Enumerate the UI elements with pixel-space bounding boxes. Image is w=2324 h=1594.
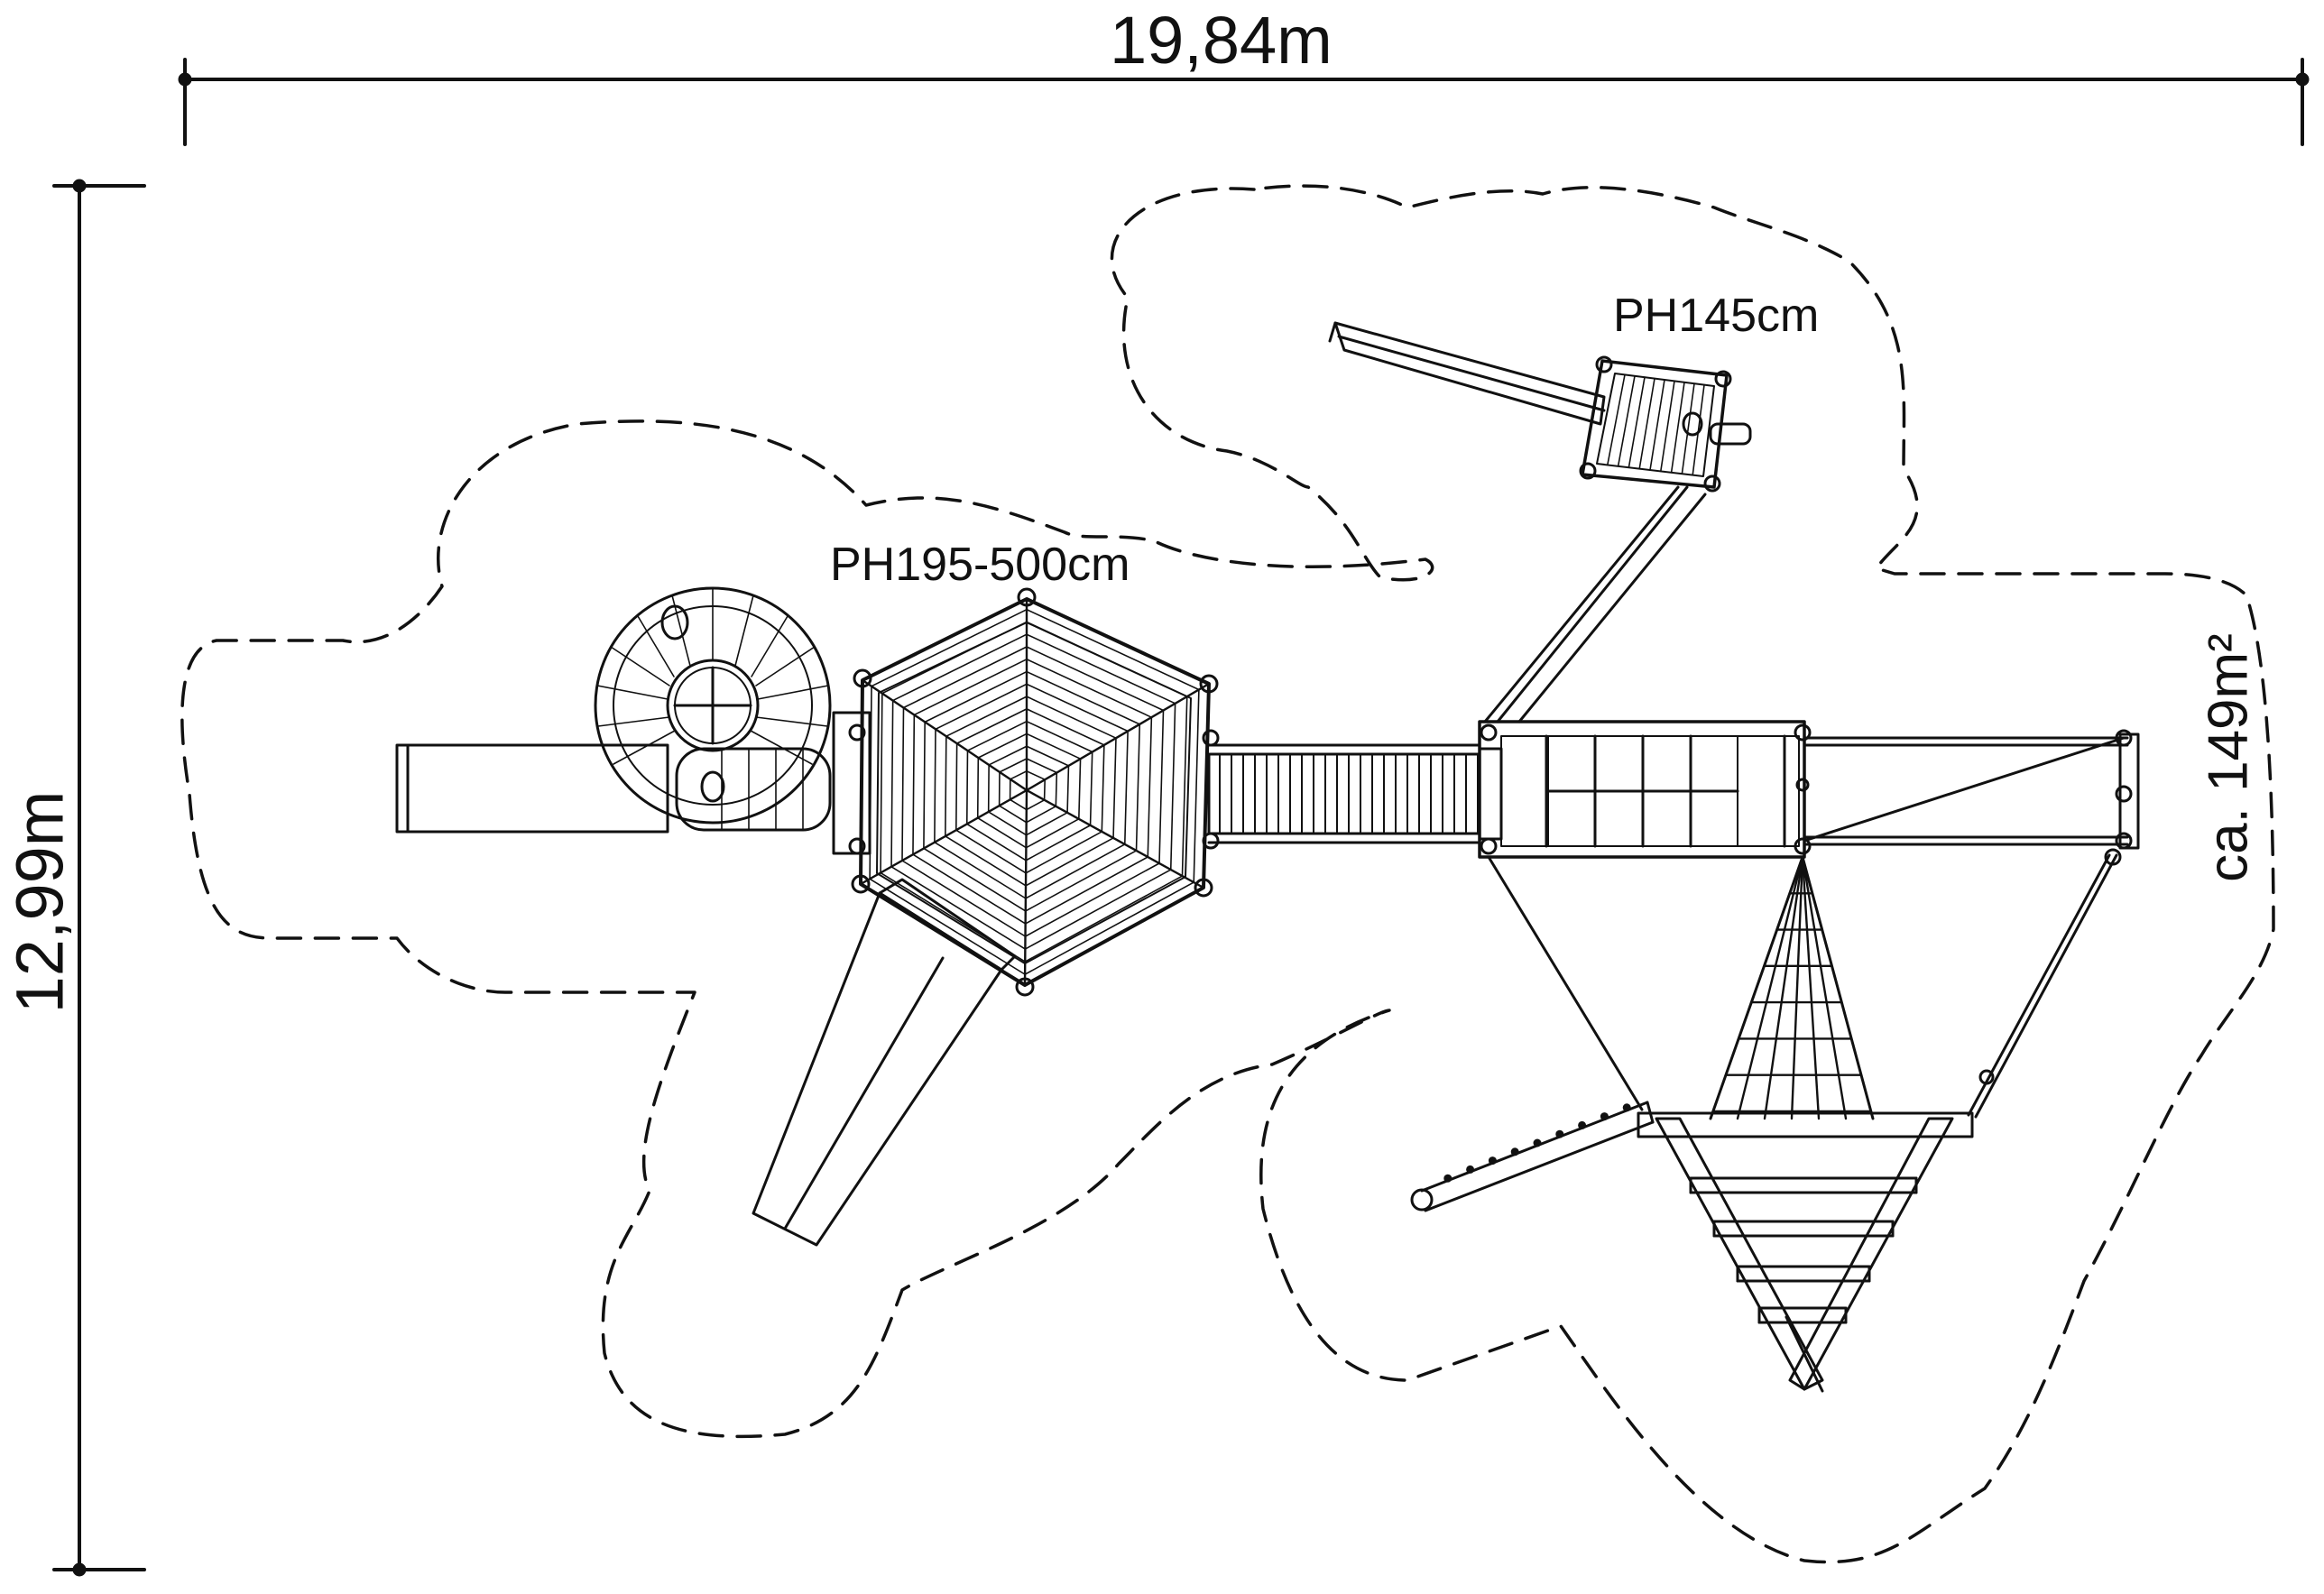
- height-label: 12,99m: [2, 790, 78, 1014]
- rope-frame-right: [1803, 729, 2140, 850]
- ramp-to-small-tower: [1483, 485, 1707, 723]
- slide-from-small-tower: [1328, 321, 1606, 426]
- height-dimension-line: [52, 179, 146, 1577]
- safety-zone-outline: [180, 184, 2275, 1564]
- width-label: 19,84m: [1110, 3, 1333, 78]
- rope-ladder-left: [1410, 1101, 1655, 1212]
- straight-slide-left: [395, 743, 669, 834]
- bridge-walkway: [1207, 743, 1503, 844]
- left-tower-frame: [832, 711, 872, 855]
- straight-slide-bottom-left: [752, 878, 1017, 1247]
- climbing-net: [1709, 855, 1875, 1120]
- small-tower-height-label: PH145cm: [1613, 290, 1820, 342]
- hexagon-roof-main-tower: [851, 587, 1220, 997]
- small-tower: [1579, 355, 1752, 493]
- right-platform: [1478, 720, 1812, 859]
- support-ropes: [1487, 848, 2122, 1119]
- spiral-tube-slide: [594, 586, 832, 832]
- triangle-ladder: [1637, 1111, 1974, 1393]
- area-label: ca. 149m²: [2197, 633, 2260, 882]
- main-tower-height-label: PH195-500cm: [830, 539, 1130, 591]
- width-dimension-line: [178, 58, 2310, 146]
